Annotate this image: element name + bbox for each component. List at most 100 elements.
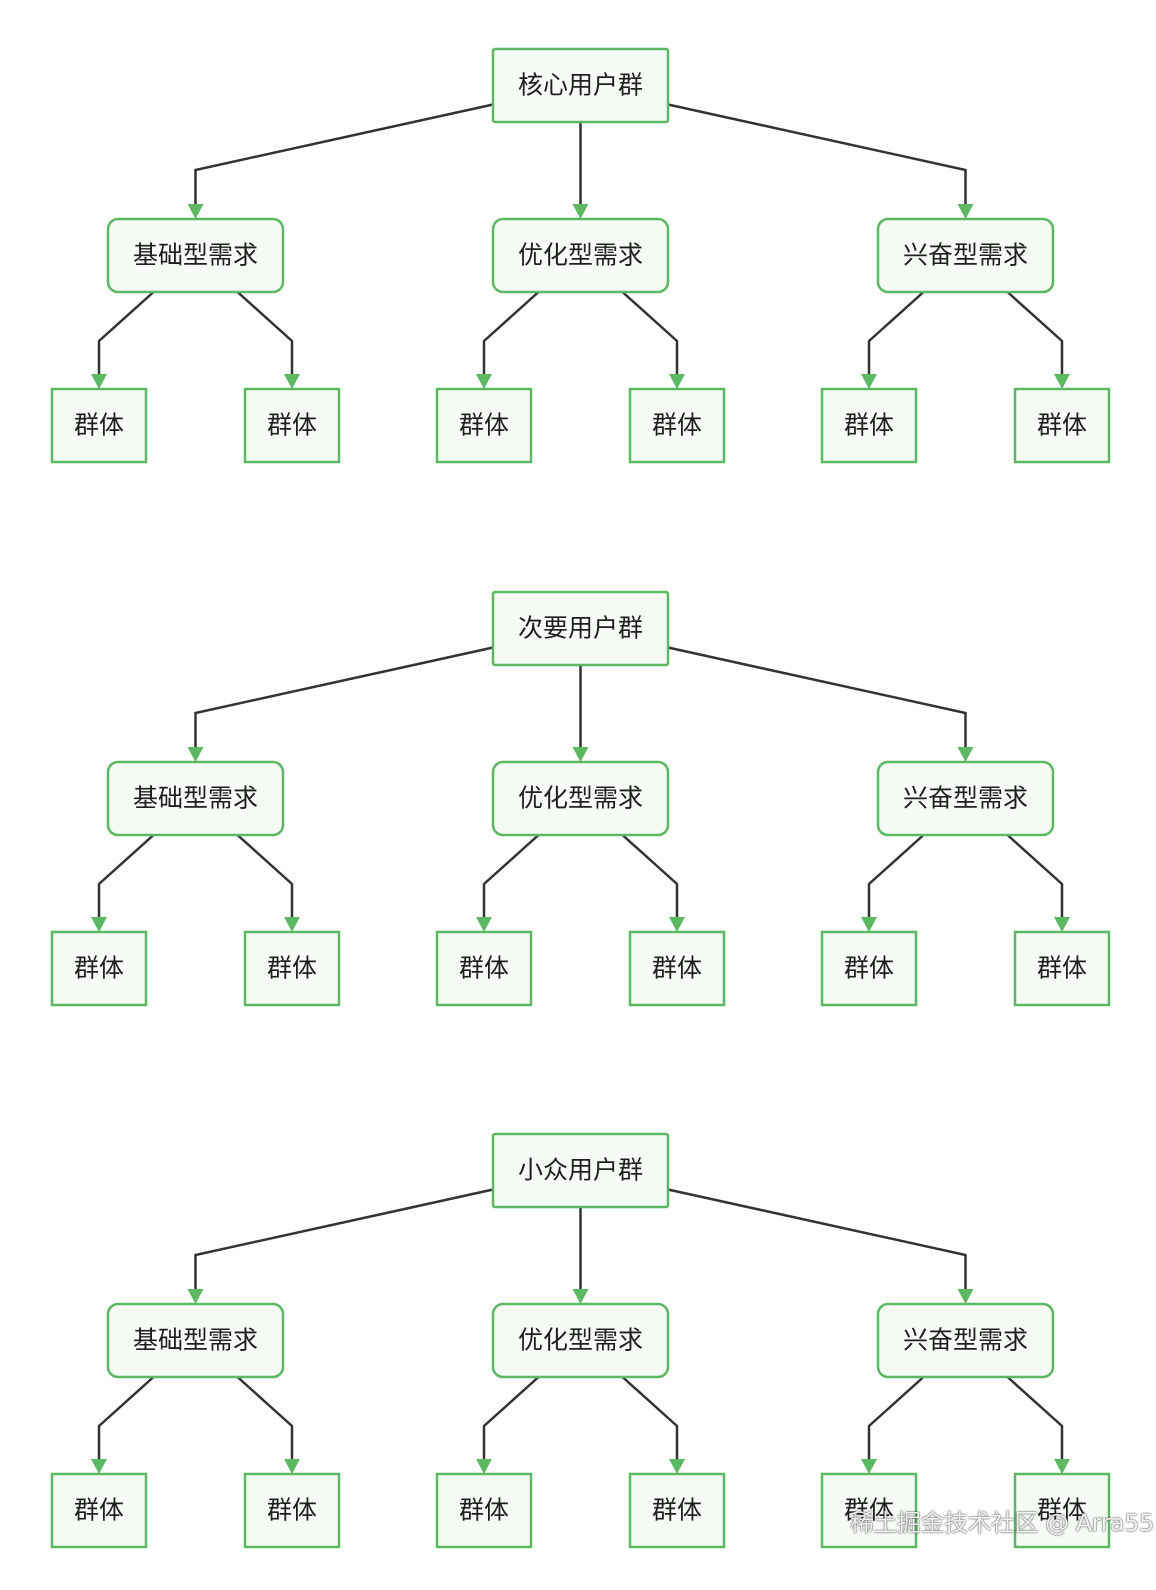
arrowhead-icon <box>1054 374 1070 389</box>
root-node-2-label: 次要用户群 <box>518 614 643 643</box>
arrowhead-icon <box>284 1459 300 1474</box>
group-node-box <box>243 930 341 1007</box>
group-node: 群体 <box>50 930 148 1007</box>
need-node-basic-label: 基础型需求 <box>133 1326 258 1355</box>
arrowhead-icon <box>572 204 589 219</box>
group-node-box <box>50 1472 148 1549</box>
group-node-box <box>243 1472 341 1549</box>
need-node-optimize-label: 优化型需求 <box>518 784 643 813</box>
edge-root-to-excite-1 <box>667 103 967 205</box>
need-node-excite-box <box>876 1302 1055 1379</box>
need-node-excite-box <box>876 760 1055 837</box>
edge-mid-to-leaf <box>621 1376 679 1460</box>
edge-mid-to-leaf <box>1006 1376 1064 1460</box>
need-node-optimize: 优化型需求 <box>491 760 670 837</box>
edge-mid-to-leaf <box>236 834 294 918</box>
group-node: 群体 <box>820 387 918 464</box>
arrowhead-icon <box>284 917 300 932</box>
arrowhead-icon <box>1054 917 1070 932</box>
group-node-label: 群体 <box>1037 954 1087 983</box>
edge-mid-to-leaf <box>97 834 155 918</box>
edge-mid-to-leaf <box>97 1376 155 1460</box>
group-node-label: 群体 <box>267 411 317 440</box>
need-node-excite: 兴奋型需求 <box>876 1302 1055 1379</box>
group-node-box <box>50 387 148 464</box>
group-node-box <box>820 930 918 1007</box>
need-node-optimize-box <box>491 1302 670 1379</box>
edge-mid-to-leaf <box>867 291 925 375</box>
edge-root-to-basic-2 <box>194 646 494 748</box>
group-node: 群体 <box>628 930 726 1007</box>
need-node-optimize: 优化型需求 <box>491 217 670 294</box>
need-node-basic-box <box>106 217 285 294</box>
group-node-box <box>628 387 726 464</box>
group-node: 群体 <box>1013 1472 1111 1549</box>
group-node: 群体 <box>1013 387 1111 464</box>
need-node-optimize: 优化型需求 <box>491 1302 670 1379</box>
need-node-excite-box <box>876 217 1055 294</box>
arrowhead-icon <box>861 1459 877 1474</box>
need-node-optimize-label: 优化型需求 <box>518 1326 643 1355</box>
group-node-label: 群体 <box>844 411 894 440</box>
group-node-label: 群体 <box>652 954 702 983</box>
group-node-label: 群体 <box>459 1496 509 1525</box>
group-node: 群体 <box>50 387 148 464</box>
edge-mid-to-leaf <box>236 291 294 375</box>
arrowhead-icon <box>476 1459 492 1474</box>
need-node-basic: 基础型需求 <box>106 760 285 837</box>
group-node-label: 群体 <box>1037 411 1087 440</box>
root-node-1-box <box>491 47 670 124</box>
need-node-excite: 兴奋型需求 <box>876 217 1055 294</box>
arrowhead-icon <box>957 1289 974 1304</box>
root-node-3-label: 小众用户群 <box>518 1156 643 1185</box>
group-node-box <box>435 387 533 464</box>
edge-root-to-excite-2 <box>667 646 967 748</box>
need-node-optimize-box <box>491 217 670 294</box>
arrowhead-icon <box>284 374 300 389</box>
group-node-label: 群体 <box>74 954 124 983</box>
group-node: 群体 <box>628 1472 726 1549</box>
arrowhead-icon <box>91 374 107 389</box>
arrowhead-icon <box>91 917 107 932</box>
edge-mid-to-leaf <box>482 291 540 375</box>
need-node-basic: 基础型需求 <box>106 217 285 294</box>
group-node-box <box>243 387 341 464</box>
edge-mid-to-leaf <box>482 1376 540 1460</box>
root-node-1: 核心用户群 <box>491 47 670 124</box>
arrowhead-icon <box>669 917 685 932</box>
edge-mid-to-leaf <box>867 1376 925 1460</box>
need-node-basic-label: 基础型需求 <box>133 241 258 270</box>
group-node-box <box>1013 930 1111 1007</box>
arrowhead-icon <box>187 747 204 762</box>
group-node-label: 群体 <box>652 1496 702 1525</box>
arrowhead-icon <box>187 204 204 219</box>
group-node-label: 群体 <box>74 411 124 440</box>
group-node-label: 群体 <box>844 954 894 983</box>
group-node: 群体 <box>243 387 341 464</box>
group-node: 群体 <box>1013 930 1111 1007</box>
root-node-3-box <box>491 1132 670 1209</box>
group-node-box <box>435 930 533 1007</box>
need-node-excite-label: 兴奋型需求 <box>903 784 1028 813</box>
edge-mid-to-leaf <box>621 291 679 375</box>
group-node: 群体 <box>820 1472 918 1549</box>
group-node-box <box>628 930 726 1007</box>
arrowhead-icon <box>476 374 492 389</box>
arrowhead-icon <box>187 1289 204 1304</box>
need-node-basic-box <box>106 1302 285 1379</box>
group-node: 群体 <box>243 1472 341 1549</box>
root-node-3: 小众用户群 <box>491 1132 670 1209</box>
arrowhead-icon <box>957 747 974 762</box>
edge-root-to-basic-1 <box>194 103 494 205</box>
edge-mid-to-leaf <box>1006 834 1064 918</box>
group-node-label: 群体 <box>459 954 509 983</box>
arrowhead-icon <box>861 374 877 389</box>
arrowhead-icon <box>91 1459 107 1474</box>
need-node-basic-box <box>106 760 285 837</box>
group-node-label: 群体 <box>267 954 317 983</box>
need-node-excite-label: 兴奋型需求 <box>903 241 1028 270</box>
edge-mid-to-leaf <box>621 834 679 918</box>
watermark: 稀土掘金技术社区 @ Arra55 <box>850 1509 1154 1537</box>
group-node-box <box>1013 387 1111 464</box>
